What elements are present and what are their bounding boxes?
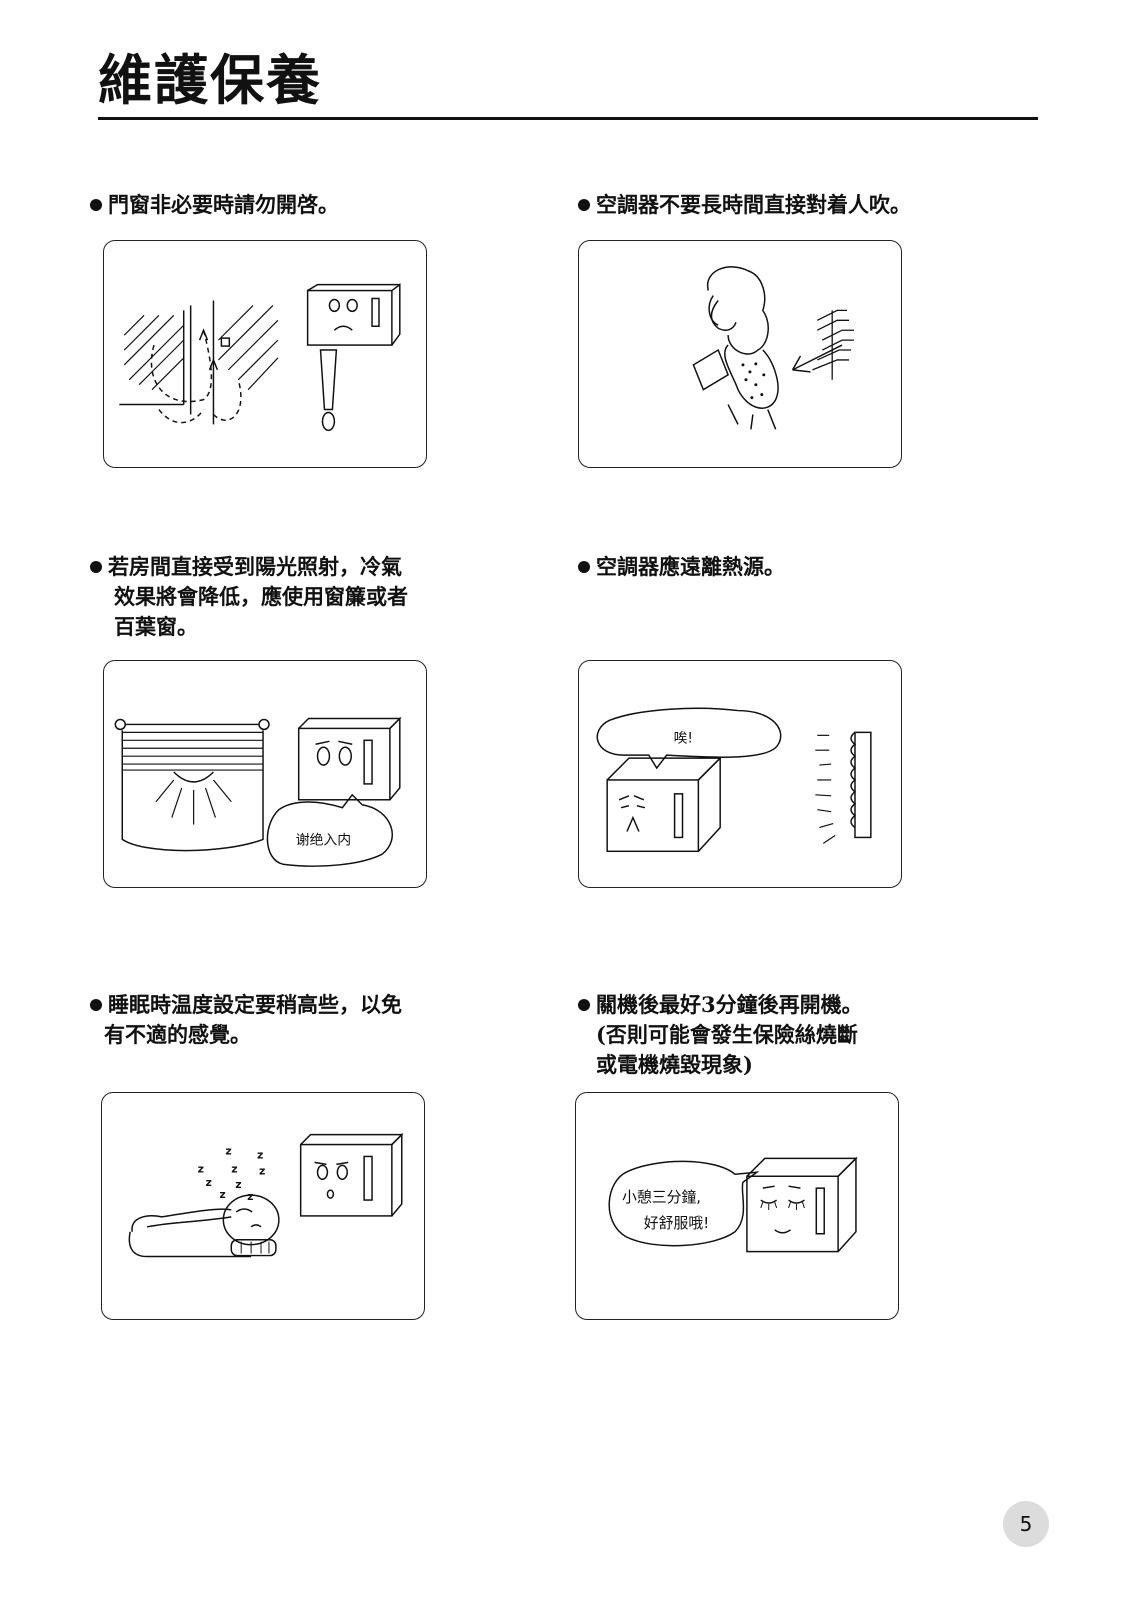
bubble-text-line1: 小憩三分鐘, — [622, 1188, 701, 1206]
page-title: 維護保養 — [98, 48, 322, 112]
sleep-z-icon: z — [259, 1164, 265, 1177]
sleep-z-icon: z — [235, 1178, 241, 1191]
bubble-text-no-entry: 谢绝入内 — [296, 832, 351, 848]
sleep-z-icon: z — [206, 1176, 212, 1189]
tip-text: 門窗非必要時請勿開啓。 — [108, 192, 339, 217]
bullet-icon — [90, 561, 102, 573]
sleep-z-icon: z — [257, 1148, 263, 1161]
tip-text: 空調器不要長時間直接對着人吹。 — [596, 192, 911, 217]
sleep-z-icon: z — [247, 1190, 253, 1203]
tip-restart-delay: 關機後最好3分鐘後再開機。 (否則可能會發生保險絲燒斷 或電機燒毀現象) — [578, 990, 863, 1080]
tip-doors-windows: 門窗非必要時請勿開啓。 — [90, 190, 339, 220]
bubble-text-line2: 好舒服哦! — [644, 1214, 709, 1232]
tip-text-line2: (否則可能會發生保險絲燒斷 — [596, 1022, 858, 1047]
illustration-panel-door — [103, 240, 427, 468]
bullet-icon — [578, 561, 590, 573]
tip-text-line2: 效果將會降低，應使用窗簾或者 — [114, 584, 408, 609]
tip-text-line3: 百葉窗。 — [114, 614, 198, 639]
tip-text-line1: 睡眠時温度設定要稍高些，以免 — [108, 992, 402, 1017]
title-rule — [98, 117, 1038, 120]
tip-heat-source: 空調器應遠離熱源。 — [578, 552, 785, 582]
tip-text: 空調器應遠離熱源。 — [596, 554, 785, 579]
sleep-z-icon: z — [219, 1188, 225, 1201]
tip-sleep-temperature: 睡眠時温度設定要稍高些，以免 有不適的感覺。 — [90, 990, 402, 1050]
sleep-z-icon: z — [231, 1162, 237, 1175]
illustration-panel-person — [578, 240, 902, 468]
tip-text-line1: 關機後最好3分鐘後再開機。 — [596, 992, 863, 1017]
sleep-z-icon: z — [198, 1162, 204, 1175]
illustration-panel-sleep: z z z z z z z z z — [101, 1092, 425, 1320]
page-number: 5 — [1003, 1501, 1049, 1547]
bullet-icon — [578, 199, 590, 211]
illustration-panel-curtain: 谢绝入内 — [103, 660, 427, 888]
tip-sunlight: 若房間直接受到陽光照射，冷氣 效果將會降低，應使用窗簾或者 百葉窗。 — [90, 552, 408, 642]
bubble-text-sigh: 唉! — [674, 730, 693, 746]
sleep-z-icon: z — [225, 1144, 231, 1157]
bullet-icon — [90, 999, 102, 1011]
tip-text-line3: 或電機燒毀現象) — [596, 1052, 753, 1077]
tip-text-line1: 若房間直接受到陽光照射，冷氣 — [108, 554, 402, 579]
tip-text-line2: 有不適的感覺。 — [104, 1022, 251, 1047]
bullet-icon — [90, 199, 102, 211]
illustration-panel-heat: 唉! — [578, 660, 902, 888]
tip-airflow-direction: 空調器不要長時間直接對着人吹。 — [578, 190, 911, 220]
illustration-panel-rest: 小憩三分鐘, 好舒服哦! — [575, 1092, 899, 1320]
bullet-icon — [578, 999, 590, 1011]
